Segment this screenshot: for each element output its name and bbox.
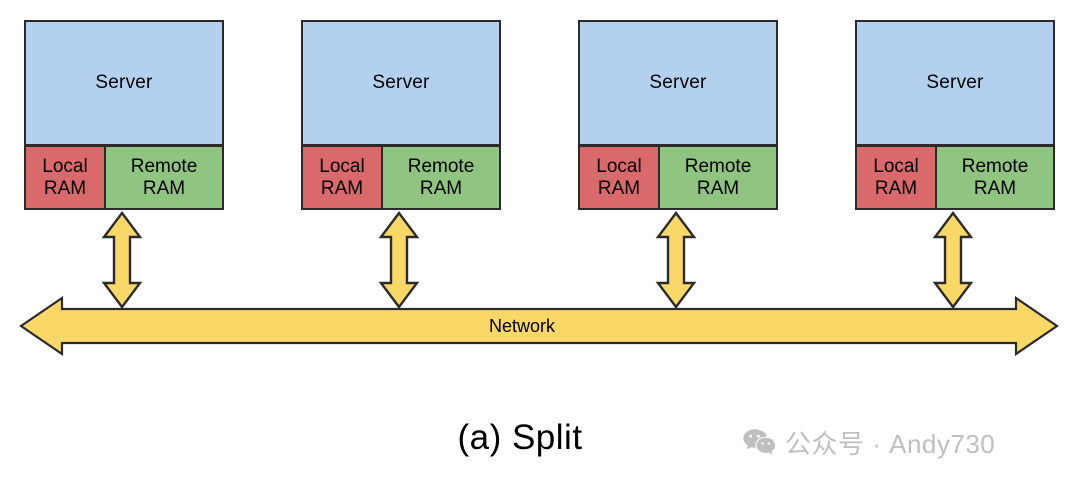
server-label-4: Server xyxy=(926,72,984,93)
server-block-4: Server Local RAM Remote RAM xyxy=(855,20,1055,210)
ram-row-2: Local RAM Remote RAM xyxy=(301,145,501,210)
server-label-2: Server xyxy=(372,72,430,93)
local-ram-line2-1: RAM xyxy=(43,177,87,199)
local-ram-box-3: Local RAM xyxy=(578,145,660,210)
remote-ram-box-1: Remote RAM xyxy=(104,145,224,210)
local-ram-line2-3: RAM xyxy=(597,177,641,199)
watermark-text: 公众号 · Andy730 xyxy=(785,429,996,459)
local-ram-line1-4: Local xyxy=(873,156,919,178)
ram-row-4: Local RAM Remote RAM xyxy=(855,145,1055,210)
local-ram-line1-3: Local xyxy=(596,156,642,178)
remote-ram-box-4: Remote RAM xyxy=(935,145,1055,210)
wechat-icon xyxy=(743,428,776,454)
server-box-3: Server xyxy=(578,20,778,146)
server-box-4: Server xyxy=(855,20,1055,146)
server-block-1: Server Local RAM Remote RAM xyxy=(24,20,224,210)
connector-arrow-3 xyxy=(655,211,697,309)
ram-row-3: Local RAM Remote RAM xyxy=(578,145,778,210)
local-ram-line2-4: RAM xyxy=(874,177,918,199)
figure-caption: (a) Split xyxy=(457,418,583,457)
remote-ram-line1-1: Remote xyxy=(130,156,198,178)
local-ram-line2-2: RAM xyxy=(320,177,364,199)
server-label-3: Server xyxy=(649,72,707,93)
network-arrow xyxy=(19,296,1059,356)
remote-ram-line1-4: Remote xyxy=(961,156,1029,178)
server-box-1: Server xyxy=(24,20,224,146)
remote-ram-line2-3: RAM xyxy=(696,177,740,199)
remote-ram-line2-2: RAM xyxy=(419,177,463,199)
server-label-1: Server xyxy=(95,72,153,93)
server-block-3: Server Local RAM Remote RAM xyxy=(578,20,778,210)
connector-arrow-2 xyxy=(378,211,420,309)
remote-ram-box-2: Remote RAM xyxy=(381,145,501,210)
local-ram-box-4: Local RAM xyxy=(855,145,937,210)
local-ram-line1-1: Local xyxy=(42,156,88,178)
local-ram-line1-2: Local xyxy=(319,156,365,178)
watermark: 公众号 · Andy730 xyxy=(742,424,995,461)
remote-ram-line2-1: RAM xyxy=(142,177,186,199)
server-block-2: Server Local RAM Remote RAM xyxy=(301,20,501,210)
connector-arrow-1 xyxy=(101,211,143,309)
server-box-2: Server xyxy=(301,20,501,146)
remote-ram-line1-2: Remote xyxy=(407,156,475,178)
remote-ram-line2-4: RAM xyxy=(973,177,1017,199)
connector-arrow-4 xyxy=(932,211,974,309)
local-ram-box-1: Local RAM xyxy=(24,145,106,210)
local-ram-box-2: Local RAM xyxy=(301,145,383,210)
ram-row-1: Local RAM Remote RAM xyxy=(24,145,224,210)
remote-ram-box-3: Remote RAM xyxy=(658,145,778,210)
remote-ram-line1-3: Remote xyxy=(684,156,752,178)
